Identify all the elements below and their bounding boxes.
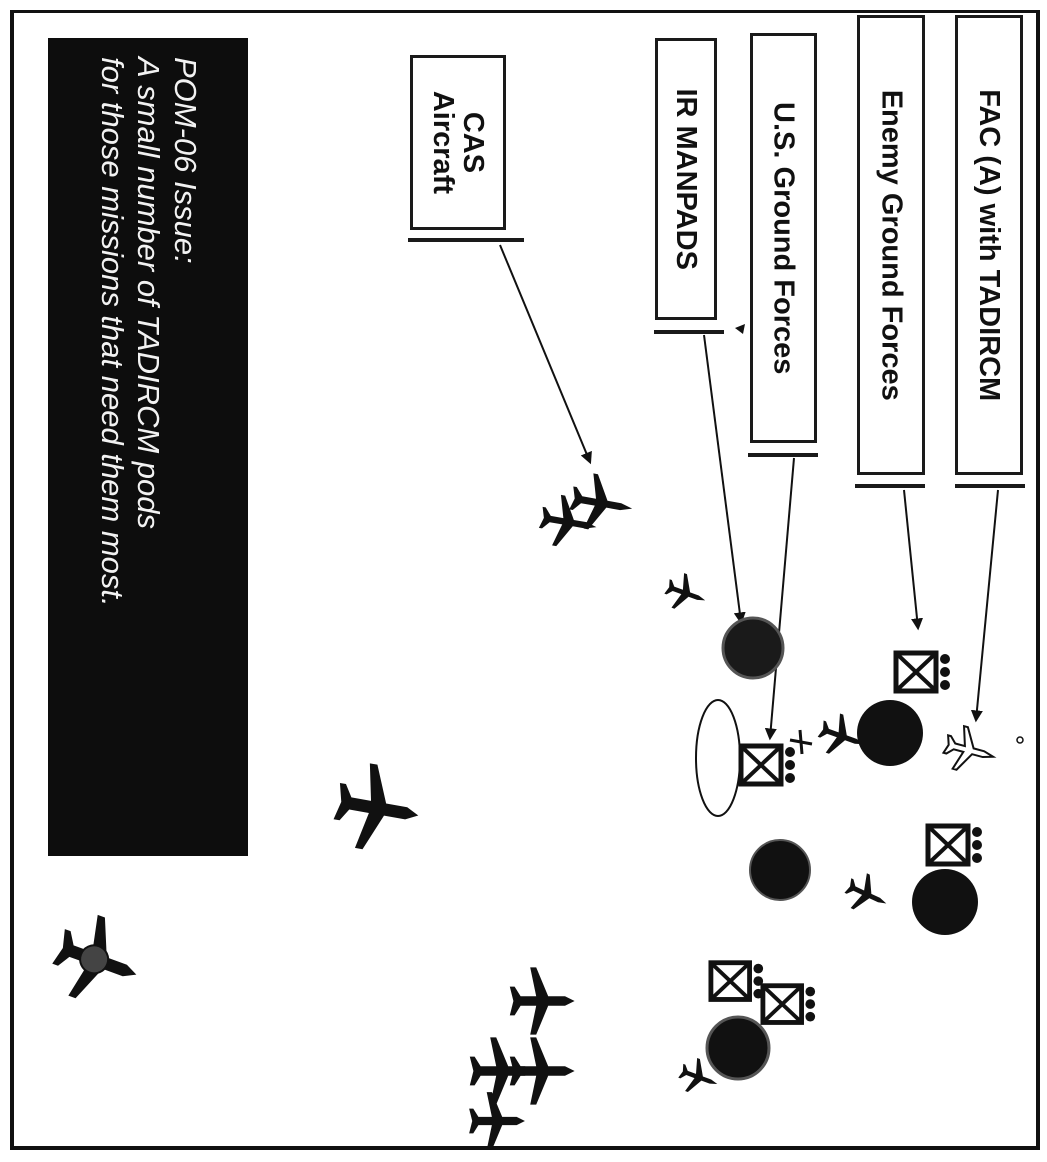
transport-aircraft-icon bbox=[329, 758, 426, 858]
ground-unit-icon bbox=[896, 653, 950, 691]
ground-unit-icon bbox=[711, 963, 763, 1000]
label-fac-tadircm: FAC (A) with TADIRCM bbox=[955, 15, 1023, 475]
awacs-aircraft-icon bbox=[43, 906, 152, 1016]
arrow-fac bbox=[970, 489, 999, 723]
manpads-threat-icon bbox=[857, 700, 923, 766]
us-ground-forces-area bbox=[695, 699, 741, 817]
small-aircraft-icon bbox=[789, 729, 813, 755]
issue-box: POM-06 Issue: A small number of TADIRCM … bbox=[48, 38, 248, 856]
manpads-threat-icon bbox=[912, 869, 978, 935]
manpads-threat-icon bbox=[721, 616, 785, 680]
transport-aircraft-icon bbox=[509, 967, 575, 1035]
label-ir-manpads: IR MANPADS bbox=[655, 38, 717, 320]
frame-left bbox=[10, 10, 14, 1150]
fighter-aircraft-icon bbox=[660, 569, 712, 618]
label-enemy-ground-forces: Enemy Ground Forces bbox=[857, 15, 925, 475]
manpads-threat-icon bbox=[749, 839, 811, 901]
bar-enemy bbox=[855, 484, 925, 488]
label-cas-aircraft: CAS Aircraft bbox=[410, 55, 506, 230]
small-dot bbox=[1016, 736, 1024, 744]
arrow-manpads bbox=[703, 334, 746, 625]
bar-manpads bbox=[654, 330, 724, 334]
frame-top bbox=[10, 10, 1040, 13]
arrow-us-ground bbox=[764, 457, 795, 741]
label-us-ground-forces: U.S. Ground Forces bbox=[750, 33, 817, 443]
arrow-enemy bbox=[903, 489, 924, 631]
fighter-aircraft-icon bbox=[839, 868, 895, 921]
fac-aircraft-icon bbox=[941, 724, 997, 771]
debris-mark bbox=[735, 324, 745, 334]
bar-us-ground bbox=[748, 453, 818, 457]
frame-bottom bbox=[10, 1146, 1040, 1150]
manpads-threat-icon bbox=[705, 1015, 771, 1081]
arrow-cas bbox=[499, 244, 592, 465]
bar-cas bbox=[408, 238, 524, 242]
frame-right bbox=[1036, 10, 1040, 1150]
ground-unit-icon bbox=[928, 826, 982, 864]
bar-fac bbox=[955, 484, 1025, 488]
ground-unit-icon bbox=[763, 986, 815, 1023]
transport-aircraft-icon bbox=[469, 1037, 535, 1105]
ground-unit-icon bbox=[741, 746, 795, 784]
